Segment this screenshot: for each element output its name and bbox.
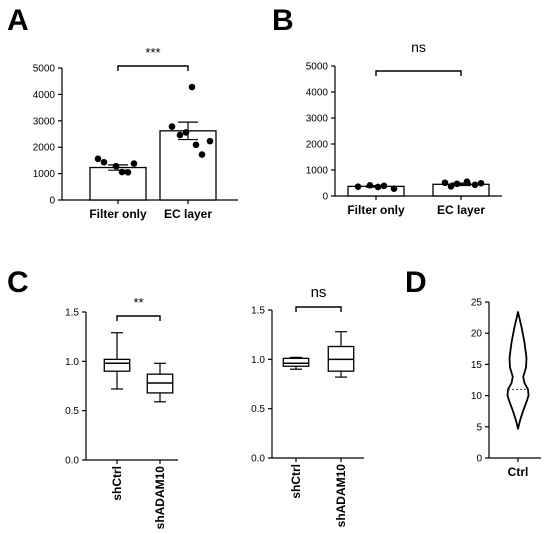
data-point — [192, 141, 200, 149]
data-point — [374, 183, 382, 191]
chart-1-ytick-label: 3000 — [306, 114, 329, 125]
data-point — [168, 123, 176, 130]
chart-1-category-label: EC layer — [437, 203, 485, 217]
chart-3-ytick-label: 1.0 — [251, 355, 265, 366]
chart-1-category-label: Filter only — [347, 203, 405, 217]
data-point — [354, 183, 362, 190]
chart-2-category-label: shCtrl — [110, 466, 124, 501]
chart-1-significance: ns — [411, 39, 426, 55]
chart-2-ytick-label: 1.5 — [65, 308, 79, 319]
data-point — [182, 129, 190, 136]
data-point — [441, 179, 449, 187]
panel-c-vecadherin-chart: 0.0 0.5 1.0 1.5 shCtrl shADAM10 ns — [251, 284, 364, 527]
data-point — [471, 181, 479, 189]
significance-bracket — [295, 306, 342, 312]
chart-0-ytick-label: 1000 — [33, 169, 56, 180]
chart-3-ytick-label: 0.0 — [251, 454, 265, 465]
data-point — [130, 160, 138, 167]
chart-1-ytick-label: 4000 — [306, 88, 329, 99]
chart-0-ytick-label: 3000 — [33, 116, 56, 127]
panel-label-a: A — [7, 4, 29, 37]
data-point — [206, 137, 214, 145]
data-point — [380, 182, 388, 190]
violin-shape — [506, 311, 530, 430]
significance-bracket — [375, 70, 462, 76]
data-point — [188, 83, 196, 91]
chart-2-ytick-label: 1.0 — [65, 357, 79, 368]
chart-2-category-label: shADAM10 — [153, 466, 167, 530]
chart-3-category-label: shCtrl — [289, 464, 303, 499]
chart-0-ytick-label: 0 — [49, 196, 55, 207]
chart-4-ytick-label: 5 — [476, 422, 482, 433]
bar — [89, 166, 147, 201]
significance-bracket — [116, 315, 161, 321]
chart-3-ytick-label: 1.5 — [251, 306, 265, 317]
chart-4-ytick-label: 10 — [471, 391, 483, 402]
data-point — [100, 158, 108, 166]
data-point — [447, 183, 455, 190]
data-point — [463, 178, 471, 185]
chart-4-ytick-label: 20 — [471, 329, 483, 340]
chart-1-ytick-label: 1000 — [306, 166, 329, 177]
chart-1-ytick-label: 0 — [322, 192, 328, 203]
chart-0-category-label: EC layer — [164, 207, 212, 221]
data-point — [366, 182, 374, 189]
data-point — [124, 168, 132, 176]
data-point — [94, 155, 102, 163]
chart-0-ytick-label: 5000 — [33, 64, 56, 75]
chart-3-category-label: shADAM10 — [334, 464, 348, 528]
chart-3-ytick-label: 0.5 — [251, 404, 265, 415]
data-point — [198, 151, 206, 158]
chart-1-ytick-label: 5000 — [306, 62, 329, 73]
chart-4-category-label: Ctrl — [508, 465, 529, 479]
chart-2-significance: ** — [133, 295, 143, 310]
data-point — [112, 162, 120, 170]
chart-4-ytick-label: 25 — [471, 298, 483, 309]
chart-0-ytick-label: 2000 — [33, 143, 56, 154]
chart-0-category-label: Filter only — [89, 207, 147, 221]
data-point — [390, 185, 398, 193]
data-point — [176, 131, 184, 139]
box — [282, 357, 310, 367]
chart-0-significance: *** — [145, 45, 160, 60]
chart-2-ytick-label: 0.5 — [65, 406, 79, 417]
data-point — [118, 168, 126, 176]
data-point — [477, 179, 485, 187]
bar — [159, 130, 217, 201]
panel-c-icam1-chart: 0.0 0.5 1.0 1.5 shCtrl shADAM10 ** — [65, 295, 178, 529]
panel-label-b: B — [272, 4, 294, 37]
chart-1-ytick-label: 2000 — [306, 140, 329, 151]
chart-4-ytick-label: 15 — [471, 360, 483, 371]
chart-4-ytick-label: 0 — [476, 454, 482, 465]
panel-label-d: D — [405, 266, 427, 299]
significance-bracket — [117, 65, 189, 71]
chart-0-ytick-label: 4000 — [33, 90, 56, 101]
panel-label-c: C — [7, 266, 29, 299]
box — [103, 358, 131, 372]
data-point — [453, 180, 461, 188]
chart-3-significance: ns — [311, 284, 327, 301]
chart-2-ytick-label: 0.0 — [65, 456, 79, 467]
